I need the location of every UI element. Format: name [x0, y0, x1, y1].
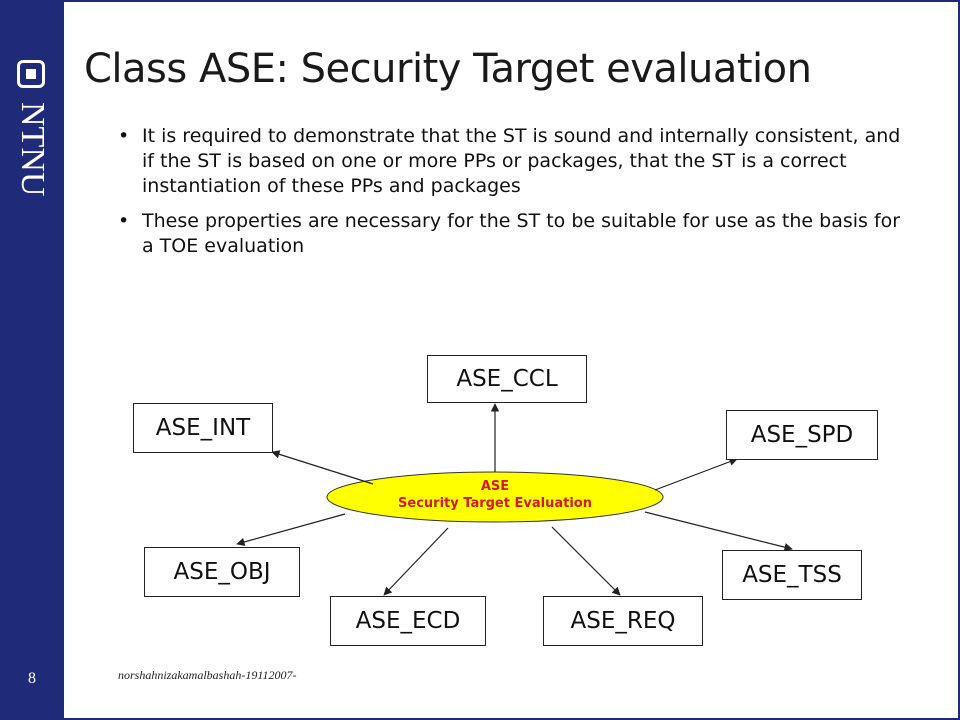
bullet-item: These properties are necessary for the S… — [118, 209, 908, 259]
arrow-to-int — [271, 450, 374, 485]
node-ase-int: ASE_INT — [133, 403, 273, 453]
node-ase-tss: ASE_TSS — [722, 550, 862, 600]
arrow-to-spd — [654, 457, 738, 491]
page-number: 8 — [28, 670, 36, 687]
sidebar: NTNU 8 — [0, 0, 64, 720]
frame-right-border — [958, 0, 960, 720]
slide-title: Class ASE: Security Target evaluation — [84, 46, 812, 92]
node-ase-ecd: ASE_ECD — [330, 596, 486, 646]
ntnu-logo-icon — [17, 60, 45, 88]
arrow-to-ecd — [383, 527, 449, 596]
ntnu-logo-text: NTNU — [14, 102, 50, 196]
node-ase-obj: ASE_OBJ — [144, 547, 300, 597]
node-ase-req: ASE_REQ — [543, 596, 703, 646]
node-ase-spd: ASE_SPD — [726, 410, 878, 460]
bullet-item: It is required to demonstrate that the S… — [118, 124, 908, 199]
footer-text: norshahnizakamalbashah-19112007- — [118, 668, 297, 682]
center-label-line2: Security Target Evaluation — [398, 496, 592, 511]
center-label-line1: ASE — [480, 479, 510, 494]
arrow-to-req — [551, 526, 621, 596]
frame-bottom-border — [64, 718, 960, 720]
bullet-list: It is required to demonstrate that the S… — [118, 124, 908, 269]
node-ase-ccl: ASE_CCL — [427, 355, 587, 403]
center-label: ASE Security Target Evaluation — [330, 478, 660, 512]
svg-text:NTNU: NTNU — [14, 102, 50, 196]
arrow-to-obj — [236, 513, 346, 547]
arrow-to-tss — [644, 511, 793, 552]
frame-top-border — [64, 0, 960, 2]
